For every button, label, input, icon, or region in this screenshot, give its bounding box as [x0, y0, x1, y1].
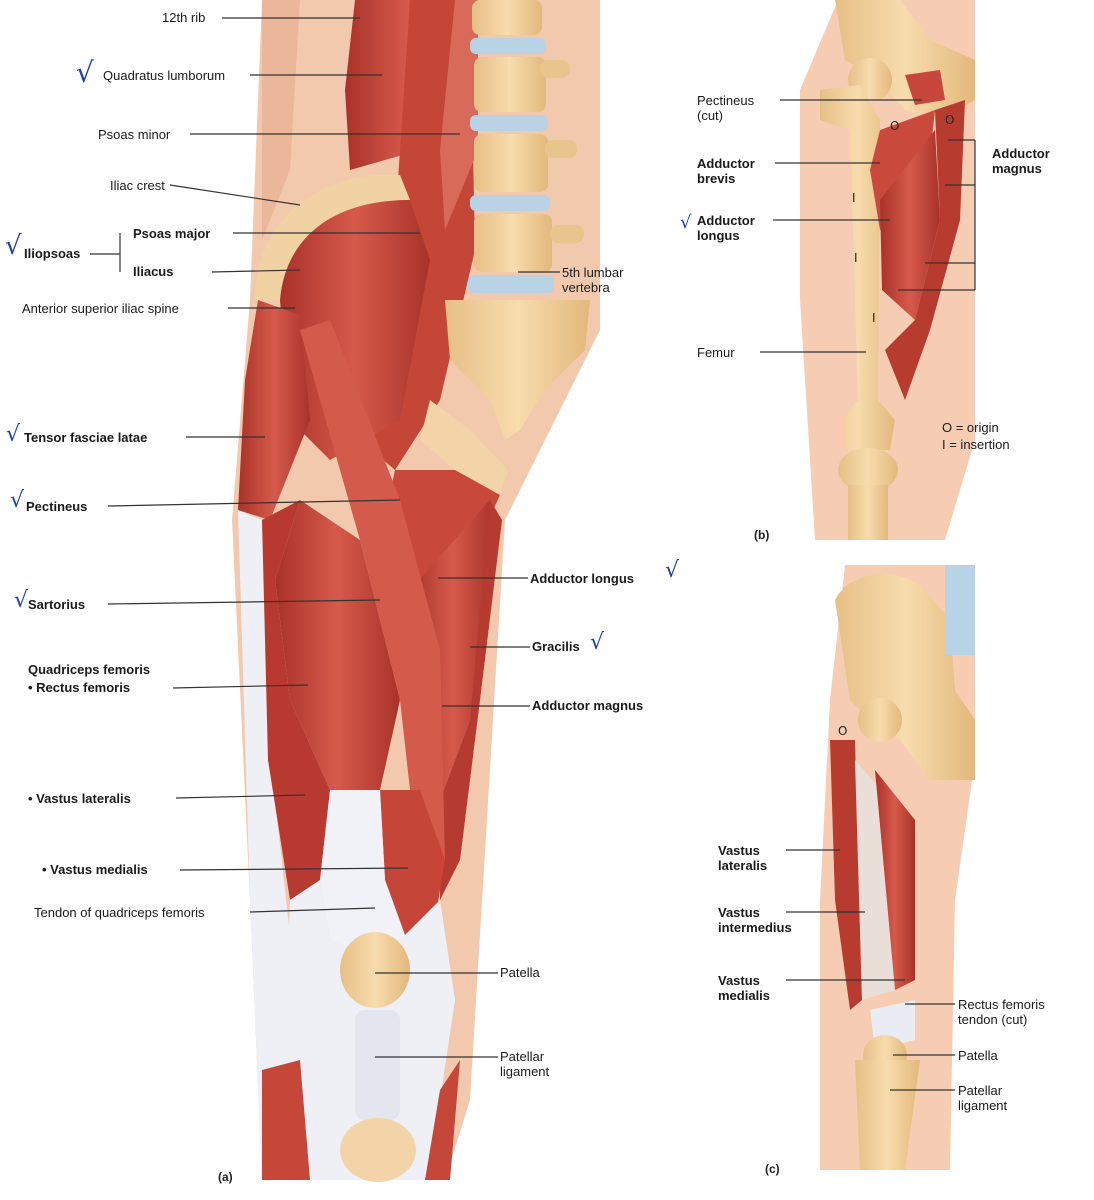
panel-c-vastus-lateralis [830, 740, 862, 1010]
check-quadratus: √ [76, 56, 94, 89]
label-quadratus-lumborum: Quadratus lumborum [103, 68, 226, 83]
label-b-insertion-key: I = insertion [942, 437, 1010, 452]
label-c-vastus-intermedius: Vastus intermedius [718, 905, 792, 935]
pubic-bone [420, 400, 508, 495]
check-iliopsoas: √ [5, 231, 22, 261]
panel-b-art [800, 0, 975, 540]
insertion-marker-1: I [852, 191, 856, 205]
label-rectus-femoris: • Rectus femoris [28, 680, 131, 695]
origin-marker-c: O [838, 724, 847, 738]
check-pectineus: √ [10, 488, 25, 513]
label-quadriceps-tendon: Tendon of quadriceps femoris [34, 905, 205, 920]
label-gracilis: Gracilis [532, 639, 580, 654]
psoas-minor-muscle [440, 0, 478, 230]
label-adductor-magnus: Adductor magnus [532, 698, 644, 713]
label-b-adductor-brevis: Adductor brevis [697, 156, 755, 186]
insertion-marker-2: I [854, 251, 858, 265]
leader-lines [90, 17, 976, 1091]
label-vastus-medialis: • Vastus medialis [42, 862, 148, 877]
lower-leg-muscle-right [425, 1060, 460, 1180]
label-sartorius: Sartorius [28, 597, 86, 612]
markers: O O I I I O [838, 113, 954, 738]
vastus-lateralis-muscle [262, 500, 330, 900]
label-b-femur: Femur [697, 345, 735, 360]
origin-marker-2: O [945, 113, 954, 127]
sartorius-muscle [300, 320, 445, 880]
iliac-crest [255, 174, 410, 300]
check-tfl: √ [6, 422, 21, 447]
tensor-fasciae-latae-muscle [238, 300, 310, 520]
patellar-ligament [355, 1010, 400, 1120]
check-gracilis: √ [590, 630, 605, 655]
patella-bone [340, 932, 410, 1008]
label-psoas-minor: Psoas minor [98, 127, 171, 142]
label-c-patella: Patella [958, 1048, 998, 1063]
label-c-rectus-tendon: Rectus femoris tendon (cut) [958, 997, 1045, 1027]
label-anterior-superior-iliac-spine: Anterior superior iliac spine [22, 301, 179, 316]
check-adductor-longus: √ [665, 558, 680, 583]
lower-leg-muscle-left [262, 1060, 310, 1180]
label-b-adductor-longus: Adductor longus [697, 213, 755, 243]
skin-shade [262, 0, 300, 240]
label-c-patellar-ligament: Patellar ligament [958, 1083, 1008, 1113]
label-quadriceps-femoris: Quadriceps femoris [28, 662, 151, 677]
panel-a-label: (a) [218, 1170, 233, 1184]
label-5th-lumbar-vertebra: 5th lumbar vertebra [562, 265, 624, 295]
origin-marker-1: O [890, 119, 899, 133]
panel-b-pectineus-cut [905, 70, 945, 105]
panel-b-adductor-magnus [885, 100, 965, 400]
panel-b-adductor-longus [880, 130, 940, 320]
panel-c-femoral-head [858, 698, 902, 742]
label-patella: Patella [500, 965, 540, 980]
panel-c-vertebrae [945, 565, 975, 655]
label-c-vastus-lateralis: Vastus lateralis [718, 843, 768, 873]
lumbar-spine [445, 0, 590, 440]
iliotibial-tract [238, 510, 295, 1180]
label-iliopsoas: Iliopsoas [24, 246, 81, 261]
label-12th-rib: 12th rib [162, 10, 206, 25]
label-adductor-longus: Adductor longus [530, 571, 634, 586]
gracilis-muscle [440, 500, 502, 900]
panel-c-art [820, 565, 975, 1170]
panel-b-label: (b) [754, 528, 770, 542]
insertion-marker-3: I [872, 311, 876, 325]
tibial-tuberosity [340, 1118, 416, 1182]
panel-c-ilium [835, 573, 975, 780]
panel-c-label: (c) [765, 1162, 780, 1176]
iliacus-muscle [280, 200, 430, 460]
panel-b-knee [838, 448, 898, 492]
rectus-femoris-muscle [275, 500, 400, 790]
quadriceps-tendon [320, 790, 405, 960]
vastus-medialis-muscle [380, 790, 445, 935]
panel-b-tibia [848, 485, 888, 540]
panel-c-tibia [855, 1060, 920, 1170]
label-b-adductor-magnus: Adductor magnus [992, 146, 1050, 176]
check-sartorius: √ [14, 588, 29, 613]
panel-c-vastus-medialis [875, 770, 915, 990]
label-b-origin-key: O = origin [942, 420, 999, 435]
check-panel-b-adductor-longus: √ [680, 212, 692, 233]
panel-a-art [232, 0, 600, 1182]
label-b-pectineus-cut: Pectineus (cut) [697, 93, 755, 123]
label-vastus-lateralis: • Vastus lateralis [28, 791, 131, 806]
label-pectineus: Pectineus [26, 499, 88, 514]
label-tensor-fasciae-latae: Tensor fasciae latae [24, 430, 148, 445]
label-patellar-ligament: Patellar ligament [500, 1049, 550, 1079]
label-iliacus: Iliacus [133, 264, 174, 279]
label-iliac-crest: Iliac crest [110, 178, 165, 193]
label-c-vastus-medialis: Vastus medialis [718, 973, 771, 1003]
label-psoas-major: Psoas major [133, 226, 211, 241]
